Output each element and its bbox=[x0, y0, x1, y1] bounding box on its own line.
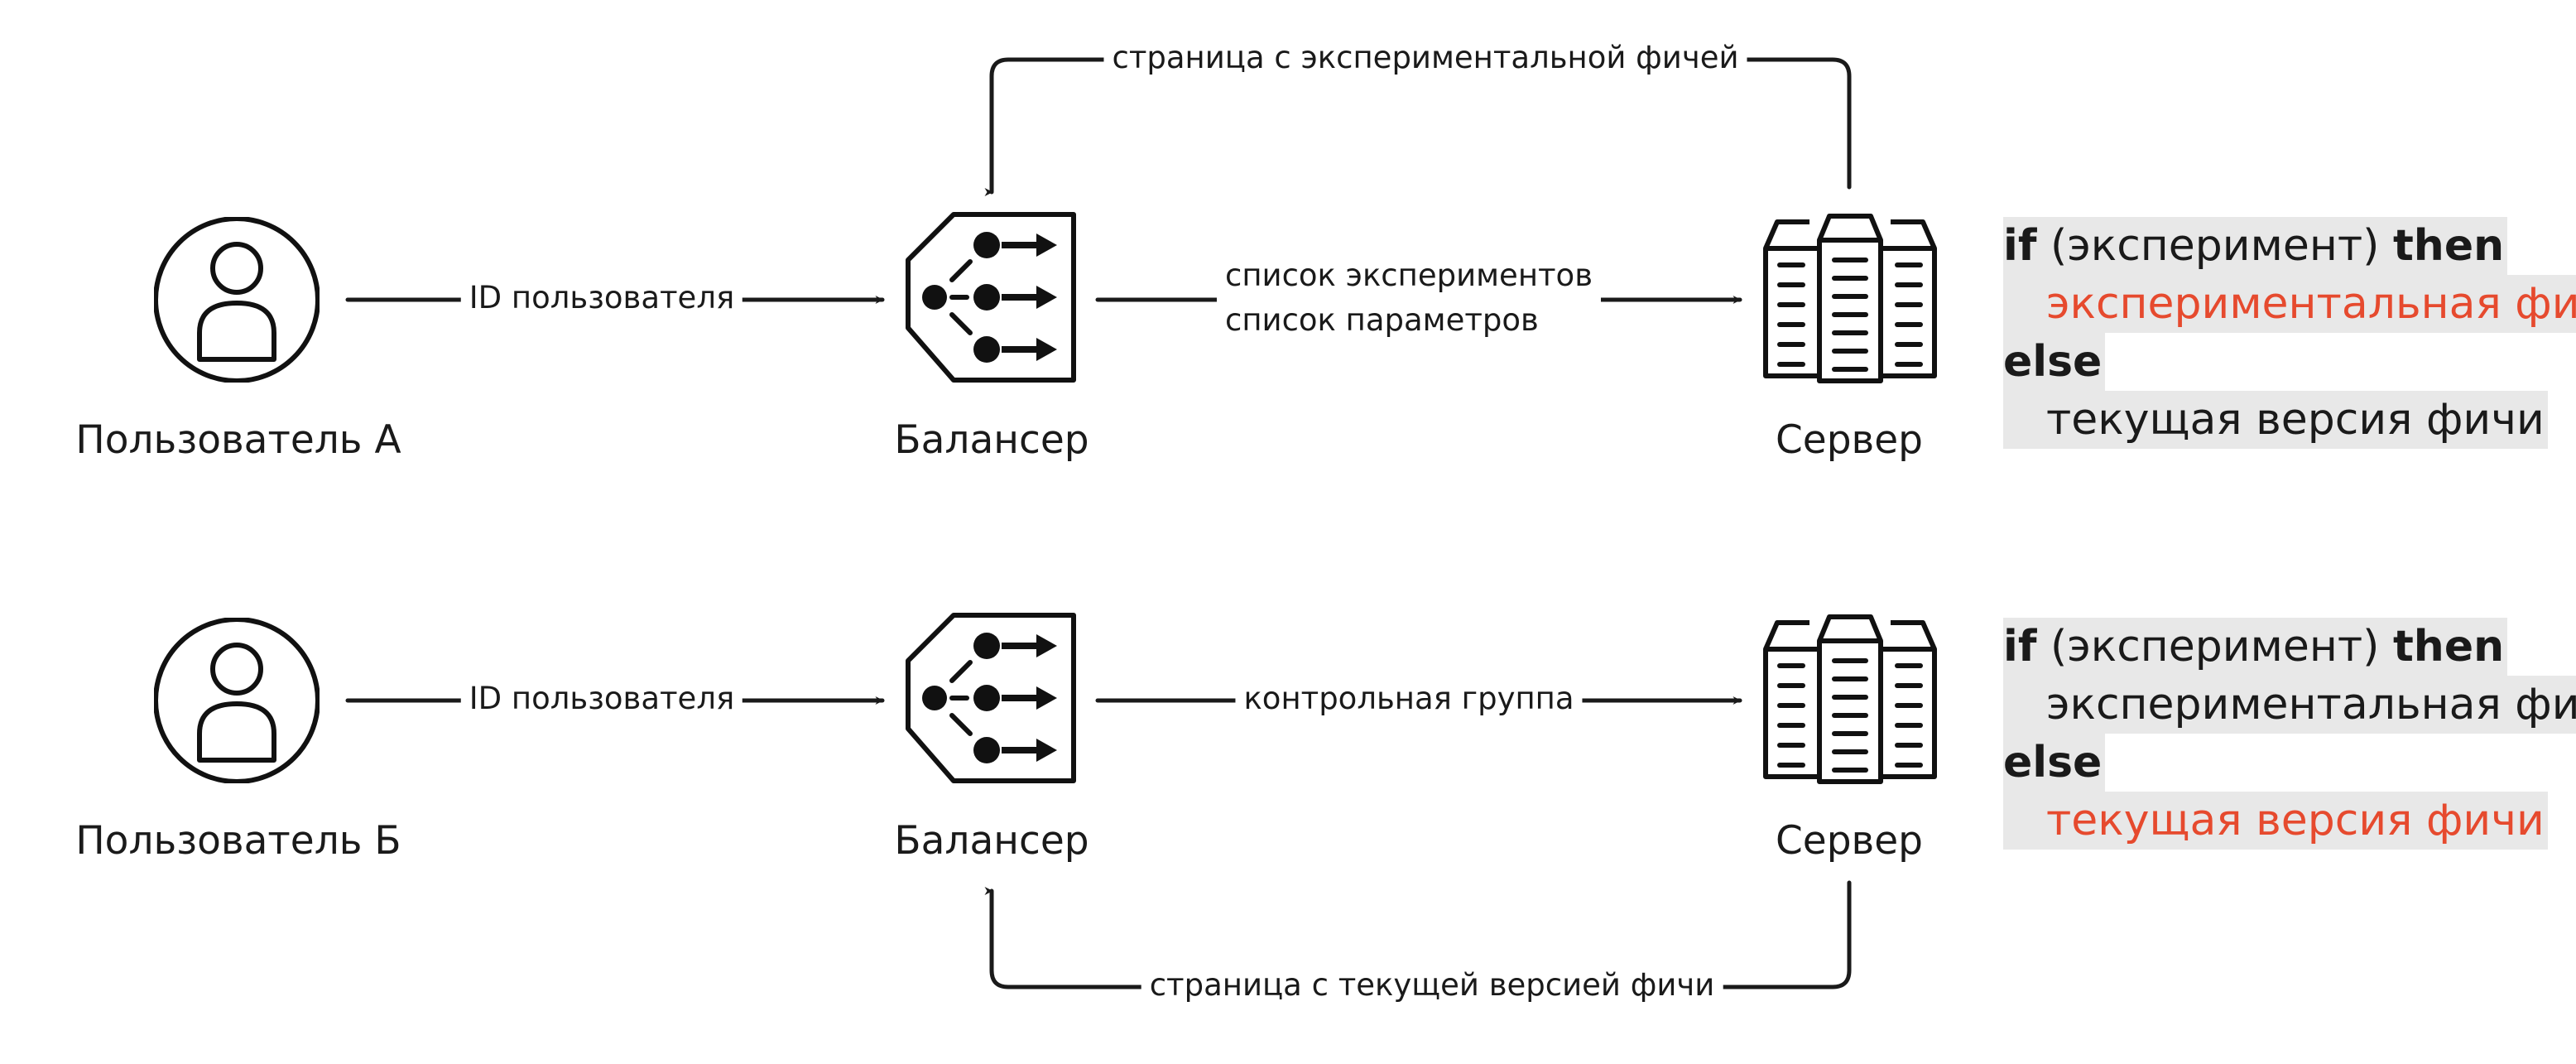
user-icon bbox=[156, 619, 318, 782]
keyword-then: then bbox=[2392, 622, 2505, 672]
edge-a-label-line2: список параметров bbox=[1224, 302, 1539, 338]
edge-a-label-line1: список экспериментов bbox=[1224, 258, 1593, 293]
edge-b-balancer-server-label: контрольная группа bbox=[1235, 676, 1583, 721]
user-icon bbox=[156, 219, 318, 381]
edge-a-server-balancer-label: страница с экспериментальной фичей bbox=[1103, 36, 1747, 80]
code-condition: (эксперимент) bbox=[2036, 622, 2393, 672]
keyword-if: if bbox=[2003, 221, 2037, 271]
server-b-caption: Сервер bbox=[1775, 818, 1924, 864]
edge-b-user-balancer-label: ID пользователя bbox=[460, 676, 743, 721]
edge-a-user-balancer-label: ID пользователя bbox=[460, 276, 743, 320]
server-a-caption: Сервер bbox=[1775, 417, 1924, 463]
edge-a-balancer-server-label: список экспериментов список параметров bbox=[1216, 253, 1602, 343]
code-a-keyword-else: else bbox=[2003, 333, 2106, 391]
code-block-b: if (эксперимент) then экспериментальная … bbox=[2003, 618, 2576, 850]
code-b-branch-then: экспериментальная фича bbox=[2003, 676, 2576, 734]
code-block-a: if (эксперимент) then экспериментальная … bbox=[2003, 217, 2576, 449]
balancer-a-caption: Балансер bbox=[894, 417, 1089, 463]
balancer-icon bbox=[908, 615, 1074, 781]
keyword-then: then bbox=[2392, 221, 2505, 271]
code-a-line-if: if (эксперимент) then bbox=[2003, 217, 2508, 275]
code-a-branch-else: текущая версия фичи bbox=[2003, 391, 2548, 449]
code-a-branch-then: экспериментальная фича bbox=[2003, 275, 2576, 333]
code-b-line-if: if (эксперимент) then bbox=[2003, 618, 2508, 676]
balancer-icon bbox=[908, 214, 1074, 380]
user-b-caption: Пользователь Б bbox=[75, 818, 401, 864]
keyword-if: if bbox=[2003, 622, 2037, 672]
code-condition: (эксперимент) bbox=[2036, 221, 2393, 271]
edge-b-server-balancer-label: страница с текущей версией фичи bbox=[1141, 963, 1723, 1008]
code-b-branch-else: текущая версия фичи bbox=[2003, 792, 2548, 850]
balancer-b-caption: Балансер bbox=[894, 818, 1089, 864]
server-icon bbox=[1766, 216, 1934, 381]
code-b-keyword-else: else bbox=[2003, 734, 2106, 792]
server-icon bbox=[1766, 617, 1934, 782]
user-a-caption: Пользователь А bbox=[75, 417, 401, 463]
